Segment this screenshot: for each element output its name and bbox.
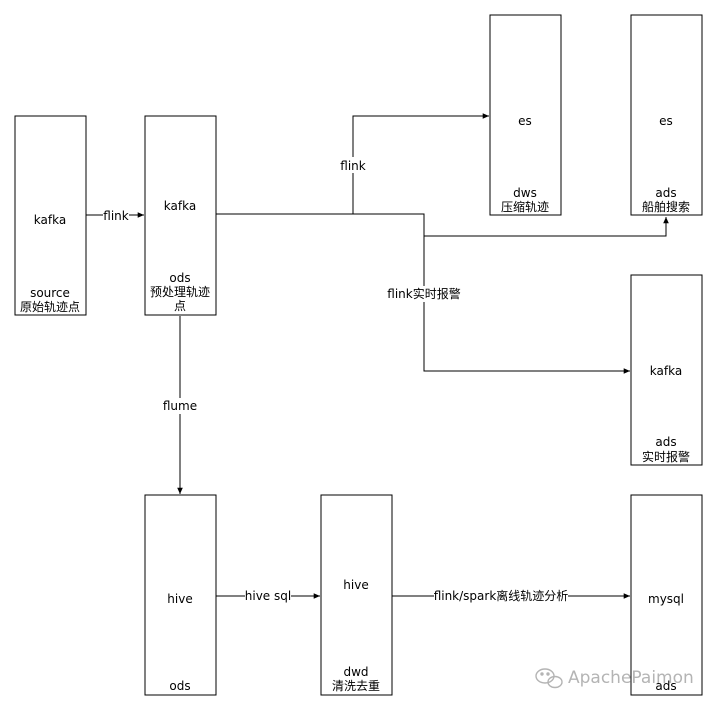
node-layer: ads	[655, 679, 676, 693]
node-layer: ads	[655, 186, 676, 200]
node-title: mysql	[648, 592, 684, 606]
node-source-kafka: kafka source 原始轨迹点	[14, 115, 87, 316]
node-ods-hive: hive ods	[144, 494, 217, 696]
edge-label-ods-to-hive: flume	[163, 399, 197, 413]
node-desc-line1: 预处理轨迹	[150, 285, 210, 299]
node-title: kafka	[650, 364, 682, 378]
edge-ods-to-ads-kafka	[423, 236, 630, 374]
edge-label-ods-to-dws: flink	[340, 159, 365, 173]
node-desc: 清洗去重	[332, 679, 380, 693]
node-ads-mysql: mysql ads	[630, 494, 703, 696]
node-title: es	[659, 114, 673, 128]
node-layer: ads	[655, 435, 676, 449]
wechat-icon	[535, 668, 563, 689]
node-layer: ods	[169, 271, 190, 285]
node-layer: source	[30, 286, 70, 300]
edge-ods-to-ads-es	[216, 213, 669, 237]
node-ads-es: es ads 船舶搜索	[630, 14, 703, 216]
node-layer: dws	[513, 186, 537, 200]
edge-label-dwd-to-mysql: flink/spark离线轨迹分析	[434, 588, 569, 603]
node-title: es	[518, 114, 532, 128]
edge-label-hive-to-dwd: hive sql	[245, 589, 291, 603]
watermark-text: ApachePaimon	[568, 668, 694, 688]
node-dws-es: es dws 压缩轨迹	[489, 14, 562, 216]
node-ods-kafka: kafka ods 预处理轨迹 点	[144, 115, 217, 316]
node-title: hive	[167, 592, 192, 606]
node-layer: dwd	[343, 665, 368, 679]
node-desc: 船舶搜索	[642, 199, 690, 214]
edge-label-ods-to-alarm: flink实时报警	[387, 286, 460, 301]
watermark: ApachePaimon	[535, 668, 694, 689]
node-title: kafka	[34, 213, 66, 227]
node-desc: 原始轨迹点	[20, 300, 80, 314]
node-layer: ods	[169, 679, 190, 693]
node-desc-line2: 点	[174, 299, 186, 313]
node-ads-kafka: kafka ads 实时报警	[630, 274, 703, 466]
node-desc: 实时报警	[642, 449, 690, 464]
node-desc: 压缩轨迹	[501, 199, 549, 214]
edge-label-source-to-ods: flink	[103, 209, 128, 223]
node-dwd-hive: hive dwd 清洗去重	[320, 494, 393, 696]
node-title: hive	[343, 578, 368, 592]
node-title: kafka	[164, 199, 196, 213]
